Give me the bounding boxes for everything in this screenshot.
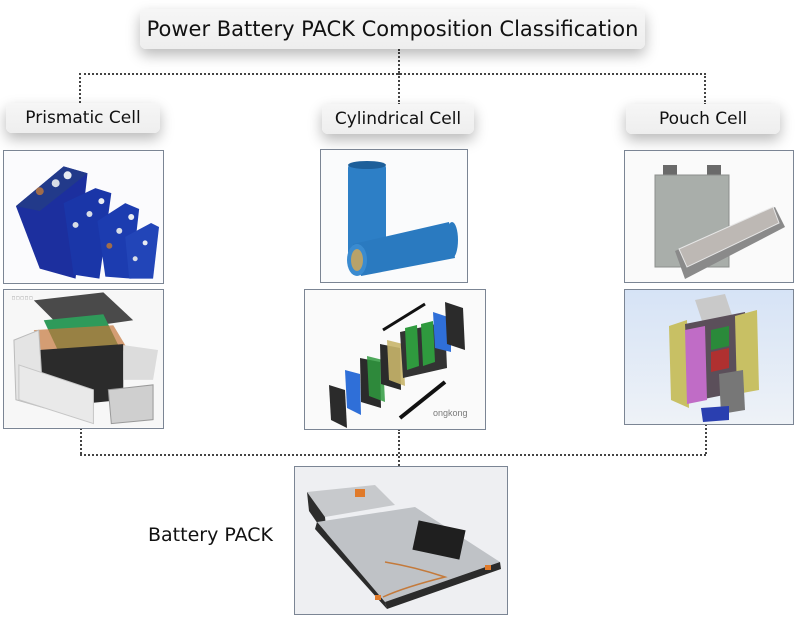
category-label-prismatic: Prismatic Cell: [6, 103, 160, 133]
pouch-module-image: [624, 289, 794, 425]
watermark-text: ongkong: [433, 408, 468, 418]
connector-cylindrical-bottom: [398, 429, 400, 466]
pouch-cells-icon: [625, 151, 793, 282]
cylindrical-module-image: ongkong: [304, 289, 486, 430]
cylindrical-module-icon: ongkong: [305, 290, 485, 429]
connector-bottom-horizontal: [80, 454, 706, 456]
prismatic-cells-image: [3, 150, 164, 284]
battery-pack-icon: [295, 467, 507, 614]
connector-cylindrical: [398, 73, 400, 105]
pouch-module-icon: [625, 290, 793, 424]
prismatic-cells-icon: [4, 151, 163, 283]
connector-top-horizontal: [79, 73, 706, 75]
connector-prismatic: [79, 73, 81, 103]
pouch-cells-image: [624, 150, 794, 283]
prismatic-module-icon: □ □ □ □ □: [4, 290, 163, 428]
svg-text:□ □ □ □ □: □ □ □ □ □: [12, 296, 32, 301]
diagram-title: Power Battery PACK Composition Classific…: [140, 9, 645, 49]
battery-pack-image: [294, 466, 508, 615]
connector-title-down: [398, 49, 400, 73]
connector-prismatic-bottom: [80, 428, 82, 454]
category-label-pouch: Pouch Cell: [626, 104, 780, 134]
prismatic-module-image: □ □ □ □ □: [3, 289, 164, 429]
connector-pouch: [704, 73, 706, 105]
cylindrical-cells-icon: [321, 150, 467, 282]
category-label-cylindrical: Cylindrical Cell: [322, 104, 474, 134]
cylindrical-cells-image: [320, 149, 468, 283]
connector-pouch-bottom: [705, 424, 707, 454]
battery-pack-label: Battery PACK: [148, 524, 273, 546]
